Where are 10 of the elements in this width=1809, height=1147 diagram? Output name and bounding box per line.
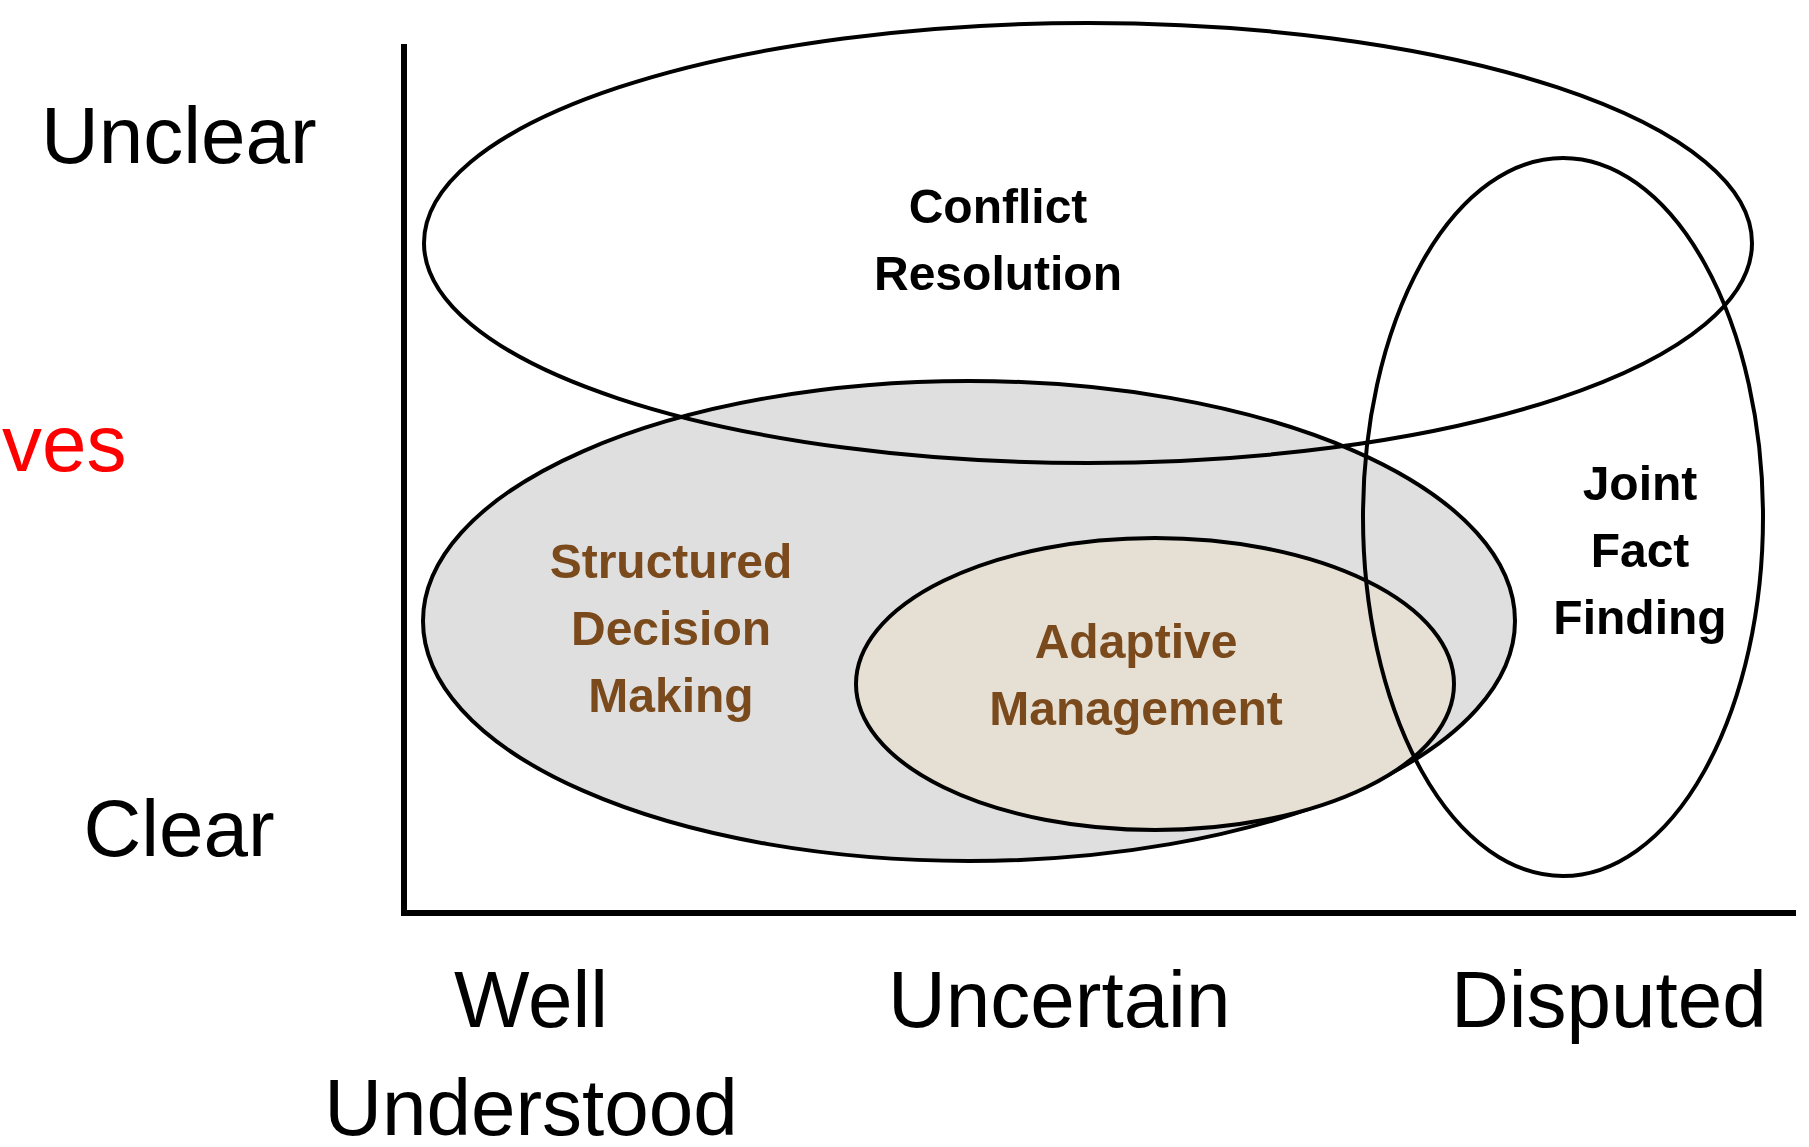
region-label: Joint Fact Finding [1552, 456, 1728, 647]
axis-label: ves [2, 398, 127, 490]
axis-label: Clear [83, 783, 275, 875]
axis-label: Unclear [41, 90, 317, 182]
axis-label: Disputed [1451, 954, 1767, 1046]
axis-label: Well Understood [323, 954, 739, 1147]
region-label: Conflict Resolution [873, 178, 1123, 302]
region-label: Adaptive Management [988, 613, 1284, 737]
axis-label: Uncertain [888, 954, 1231, 1046]
region-label: Structured Decision Making [548, 534, 794, 725]
